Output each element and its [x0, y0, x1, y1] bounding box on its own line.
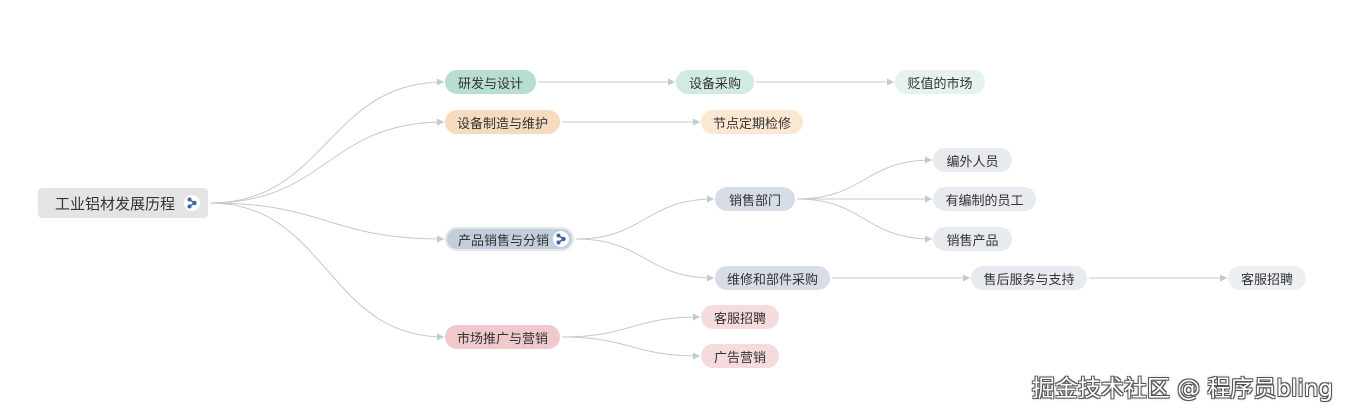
connector-line — [209, 202, 445, 243]
node-equipment-manufacturing-maintenance[interactable]: 设备制造与维护 — [445, 110, 560, 134]
connector-line — [209, 202, 445, 341]
node-scheduled-inspection[interactable]: 节点定期检修 — [701, 110, 803, 134]
node-label: 售后服务与支持 — [983, 272, 1075, 288]
node-contract-staff[interactable]: 编外人员 — [933, 148, 1012, 172]
connector-line — [209, 118, 445, 204]
node-label: 客服招聘 — [713, 311, 766, 327]
node-label: 维修和部件采购 — [726, 272, 818, 288]
node-label: 设备采购 — [688, 76, 741, 92]
node-label: 销售部门 — [728, 193, 781, 209]
node-label: 客服招聘 — [1240, 272, 1293, 288]
connector-line — [575, 238, 715, 282]
node-depreciated-market[interactable]: 贬值的市场 — [895, 70, 985, 94]
node-label: 有编制的员工 — [945, 193, 1024, 209]
watermark-text: 掘金技术社区 @ 程序员bling — [1031, 376, 1333, 402]
node-label: 编外人员 — [946, 154, 999, 170]
node-advertising[interactable]: 广告营销 — [701, 344, 779, 368]
node-label: 贬值的市场 — [907, 76, 973, 92]
node-customer-service-hiring[interactable]: 客服招聘 — [1228, 266, 1306, 290]
node-label: 节点定期检修 — [712, 116, 791, 132]
root-node[interactable]: 工业铝材发展历程 — [38, 188, 208, 218]
node-product-sales-distribution[interactable]: 产品销售与分销 — [445, 227, 574, 251]
node-marketing-promotion[interactable]: 市场推广与营销 — [445, 325, 560, 349]
connector-line — [209, 78, 445, 204]
node-sales-products[interactable]: 销售产品 — [933, 227, 1012, 251]
node-label: 研发与设计 — [457, 76, 523, 92]
root-label: 工业铝材发展历程 — [55, 194, 176, 213]
connector-line — [561, 336, 701, 360]
connector-line — [575, 195, 715, 240]
connector-line — [796, 156, 933, 200]
connector-line — [561, 313, 701, 338]
node-sales-department[interactable]: 销售部门 — [715, 187, 795, 211]
node-customer-service-hiring-marketing[interactable]: 客服招聘 — [701, 305, 779, 329]
node-after-sales-support[interactable]: 售后服务与支持 — [971, 266, 1087, 290]
node-label: 市场推广与营销 — [456, 331, 548, 347]
node-permanent-staff[interactable]: 有编制的员工 — [933, 187, 1036, 211]
node-label: 广告营销 — [713, 350, 766, 366]
branch-icon[interactable] — [184, 195, 200, 211]
node-repair-parts-procurement[interactable]: 维修和部件采购 — [715, 266, 830, 290]
node-rd-and-design[interactable]: 研发与设计 — [445, 70, 536, 94]
connector-line — [796, 198, 933, 243]
branch-icon[interactable] — [553, 231, 569, 247]
node-label: 设备制造与维护 — [456, 116, 548, 132]
node-label: 销售产品 — [946, 233, 999, 249]
node-label: 产品销售与分销 — [458, 233, 550, 249]
node-equipment-procurement[interactable]: 设备采购 — [676, 70, 754, 94]
